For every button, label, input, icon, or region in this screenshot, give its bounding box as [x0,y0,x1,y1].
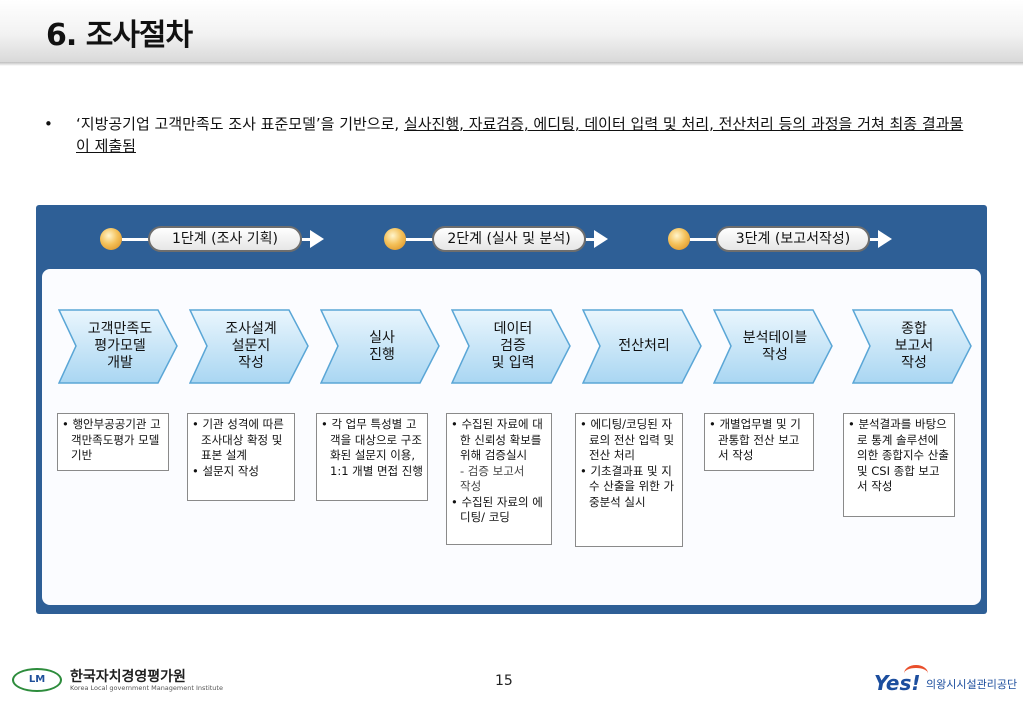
yes-wordmark: Yes! [874,671,921,695]
step-chevron-4: 데이터 검증 및 입력 [451,309,571,384]
detail-item: • 개별업무별 및 기관통합 전산 보고서 작성 [709,417,801,462]
stage-label: 1단계 (조사 기획) [148,226,302,252]
bullet-text: ‘지방공기업 고객만족도 조사 표준모델’을 기반으로, 실사진행, 자료검증,… [76,113,976,157]
chevron-shape [320,309,440,384]
process-panel [36,205,987,614]
detail-box-3: • 각 업무 특성별 고객을 대상으로 구조화된 설문지 이용, 1:1 개별 … [316,413,428,501]
detail-box-4: • 수집된 자료에 대한 신뢰성 확보를 위해 검증실시 - 검증 보고서 작성… [446,413,552,545]
arrow-right-icon [594,230,608,248]
detail-box-1: • 행안부공공기관 고객만족도평가 모델 기반 [57,413,169,471]
stage-label: 2단계 (실사 및 분석) [432,226,586,252]
lm-emblem-icon: LM [12,668,62,692]
uiwang-logo: Yes! 의왕시시설관리공단 [874,665,1018,697]
stage-ball-icon [100,228,122,250]
page-number: 15 [495,673,513,689]
stage-ball-icon [668,228,690,250]
org-name-right: 의왕시시설관리공단 [926,678,1018,691]
detail-box-6: • 개별업무별 및 기관통합 전산 보고서 작성 [704,413,814,471]
detail-item: • 기초결과표 및 지수 산출을 위한 가중분석 실시 [580,463,675,509]
detail-item: • 분석결과를 바탕으로 통계 솔루션에 의한 종합지수 산출 및 CSI 종합… [848,417,949,493]
detail-item: • 에디팅/코딩된 자료의 전산 입력 및 전산 처리 [580,417,675,462]
chevron-shape [852,309,972,384]
stage-arrow-line [586,238,594,241]
slide-title: 6. 조사절차 [46,18,193,53]
step-label: 데이터 검증 및 입력 [491,321,535,371]
detail-subitem: - 검증 보고서 작성 [460,463,525,494]
title-bar [0,0,1023,66]
bullet-plain-text: ‘지방공기업 고객만족도 조사 표준모델’을 기반으로, [76,115,404,133]
chevron-shape [713,309,833,384]
stage-arrow-line [302,238,310,241]
chevron-shape [582,309,702,384]
chevron-shape [451,309,571,384]
chevron-shape [189,309,309,384]
stage-arrow-line [870,238,878,241]
stage-ball-icon [384,228,406,250]
org-name-en: Korea Local government Management Instit… [70,684,223,692]
org-name-ko: 한국자치경영평가원 [70,669,186,685]
detail-box-7: • 분석결과를 바탕으로 통계 솔루션에 의한 종합지수 산출 및 CSI 종합… [843,413,955,517]
stage-connector [690,238,718,241]
arrow-right-icon [310,230,324,248]
step-label: 종합 보고서 작성 [894,321,934,371]
detail-item: • 수집된 자료에 대한 신뢰성 확보를 위해 검증실시 [451,417,543,462]
rainbow-arc-icon [904,665,928,682]
detail-item: • 기관 성격에 따른 조사대상 확정 및 표본 설계 [192,417,284,462]
step-label: 고객만족도 평가모델 개발 [87,321,153,371]
arrow-right-icon [878,230,892,248]
step-label: 분석테이블 작성 [742,329,808,363]
step-chevron-1: 고객만족도 평가모델 개발 [58,309,178,384]
detail-item: • 행안부공공기관 고객만족도평가 모델 기반 [62,417,161,462]
step-label: 실사 진행 [369,329,395,363]
detail-item: • 수집된 자료의 에디팅/ 코딩 [451,494,543,525]
step-label: 조사설계 설문지 작성 [225,321,277,371]
step-chevron-6: 분석테이블 작성 [713,309,833,384]
detail-box-2: • 기관 성격에 따른 조사대상 확정 및 표본 설계 • 설문지 작성 [187,413,295,501]
stage-label: 3단계 (보고서작성) [716,226,870,252]
stage-connector [406,238,434,241]
detail-item: • 각 업무 특성별 고객을 대상으로 구조화된 설문지 이용, 1:1 개별 … [321,417,423,478]
step-chevron-3: 실사 진행 [320,309,440,384]
step-label: 전산처리 [618,338,670,354]
detail-item: • 설문지 작성 [192,463,259,478]
detail-box-5: • 에디팅/코딩된 자료의 전산 입력 및 전산 처리 • 기초결과표 및 지수… [575,413,683,547]
bullet-underlined-text: 실사진행, 자료검증, 에디팅, 데이터 입력 및 처리, 전산처리 등의 과정… [76,115,964,155]
stage-connector [122,238,150,241]
step-chevron-7: 종합 보고서 작성 [852,309,972,384]
chevron-shape [58,309,178,384]
step-chevron-5: 전산처리 [582,309,702,384]
bullet-marker: • [44,115,53,133]
step-chevron-2: 조사설계 설문지 작성 [189,309,309,384]
